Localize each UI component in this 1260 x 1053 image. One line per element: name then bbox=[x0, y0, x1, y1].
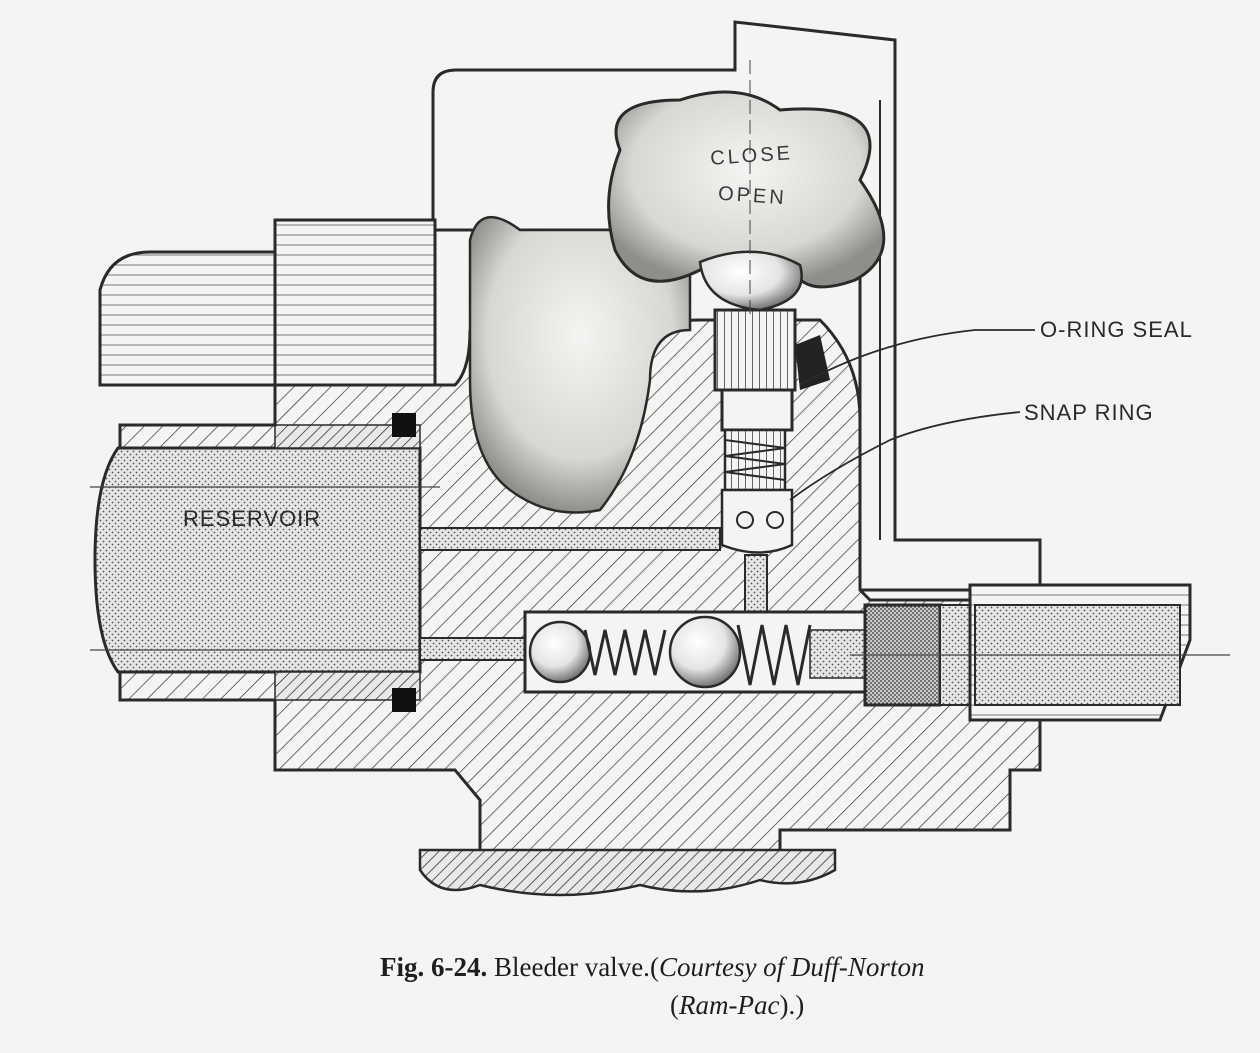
caption-line2-open: ( bbox=[670, 990, 679, 1020]
snap-ring-label: SNAP RING bbox=[1024, 400, 1154, 425]
seal-ring-bottom bbox=[392, 688, 416, 712]
caption-open-paren: ( bbox=[649, 952, 659, 982]
outlet-fitting bbox=[850, 583, 1230, 722]
body-cavity bbox=[468, 215, 692, 514]
check-ball-1 bbox=[528, 620, 592, 684]
check-valve-bore bbox=[523, 610, 867, 694]
upper-housing bbox=[431, 20, 1042, 592]
knob-open-label: OPEN bbox=[717, 183, 787, 210]
o-ring-leader bbox=[799, 329, 1035, 386]
valve-knob: CLOSE OPEN bbox=[607, 60, 886, 320]
figure-number: Fig. 6-24. bbox=[380, 952, 488, 982]
left-fitting bbox=[98, 218, 437, 387]
seal-ring-top bbox=[392, 413, 416, 437]
figure-caption: Fig. 6-24. Bleeder valve.(Courtesy of Du… bbox=[380, 948, 980, 1024]
valve-stem bbox=[713, 308, 830, 554]
spring-2 bbox=[736, 624, 812, 686]
o-ring-seal-label: O-RING SEAL bbox=[1040, 317, 1193, 342]
caption-courtesy: Courtesy of Duff-Norton bbox=[658, 952, 925, 982]
snap-ring-leader bbox=[789, 411, 1021, 501]
fluid-passages bbox=[419, 527, 768, 661]
reservoir-label: RESERVOIR bbox=[183, 506, 321, 531]
check-ball-2 bbox=[668, 615, 742, 689]
caption-line-2: (Ram-Pac).) bbox=[380, 986, 980, 1024]
figure-title: Bleeder valve. bbox=[494, 952, 650, 982]
base-mount bbox=[418, 848, 837, 897]
reservoir bbox=[90, 413, 440, 712]
caption-ram-pac: Ram-Pac bbox=[679, 990, 780, 1020]
spring-1 bbox=[583, 629, 667, 676]
caption-line2-close: ).) bbox=[779, 990, 805, 1020]
